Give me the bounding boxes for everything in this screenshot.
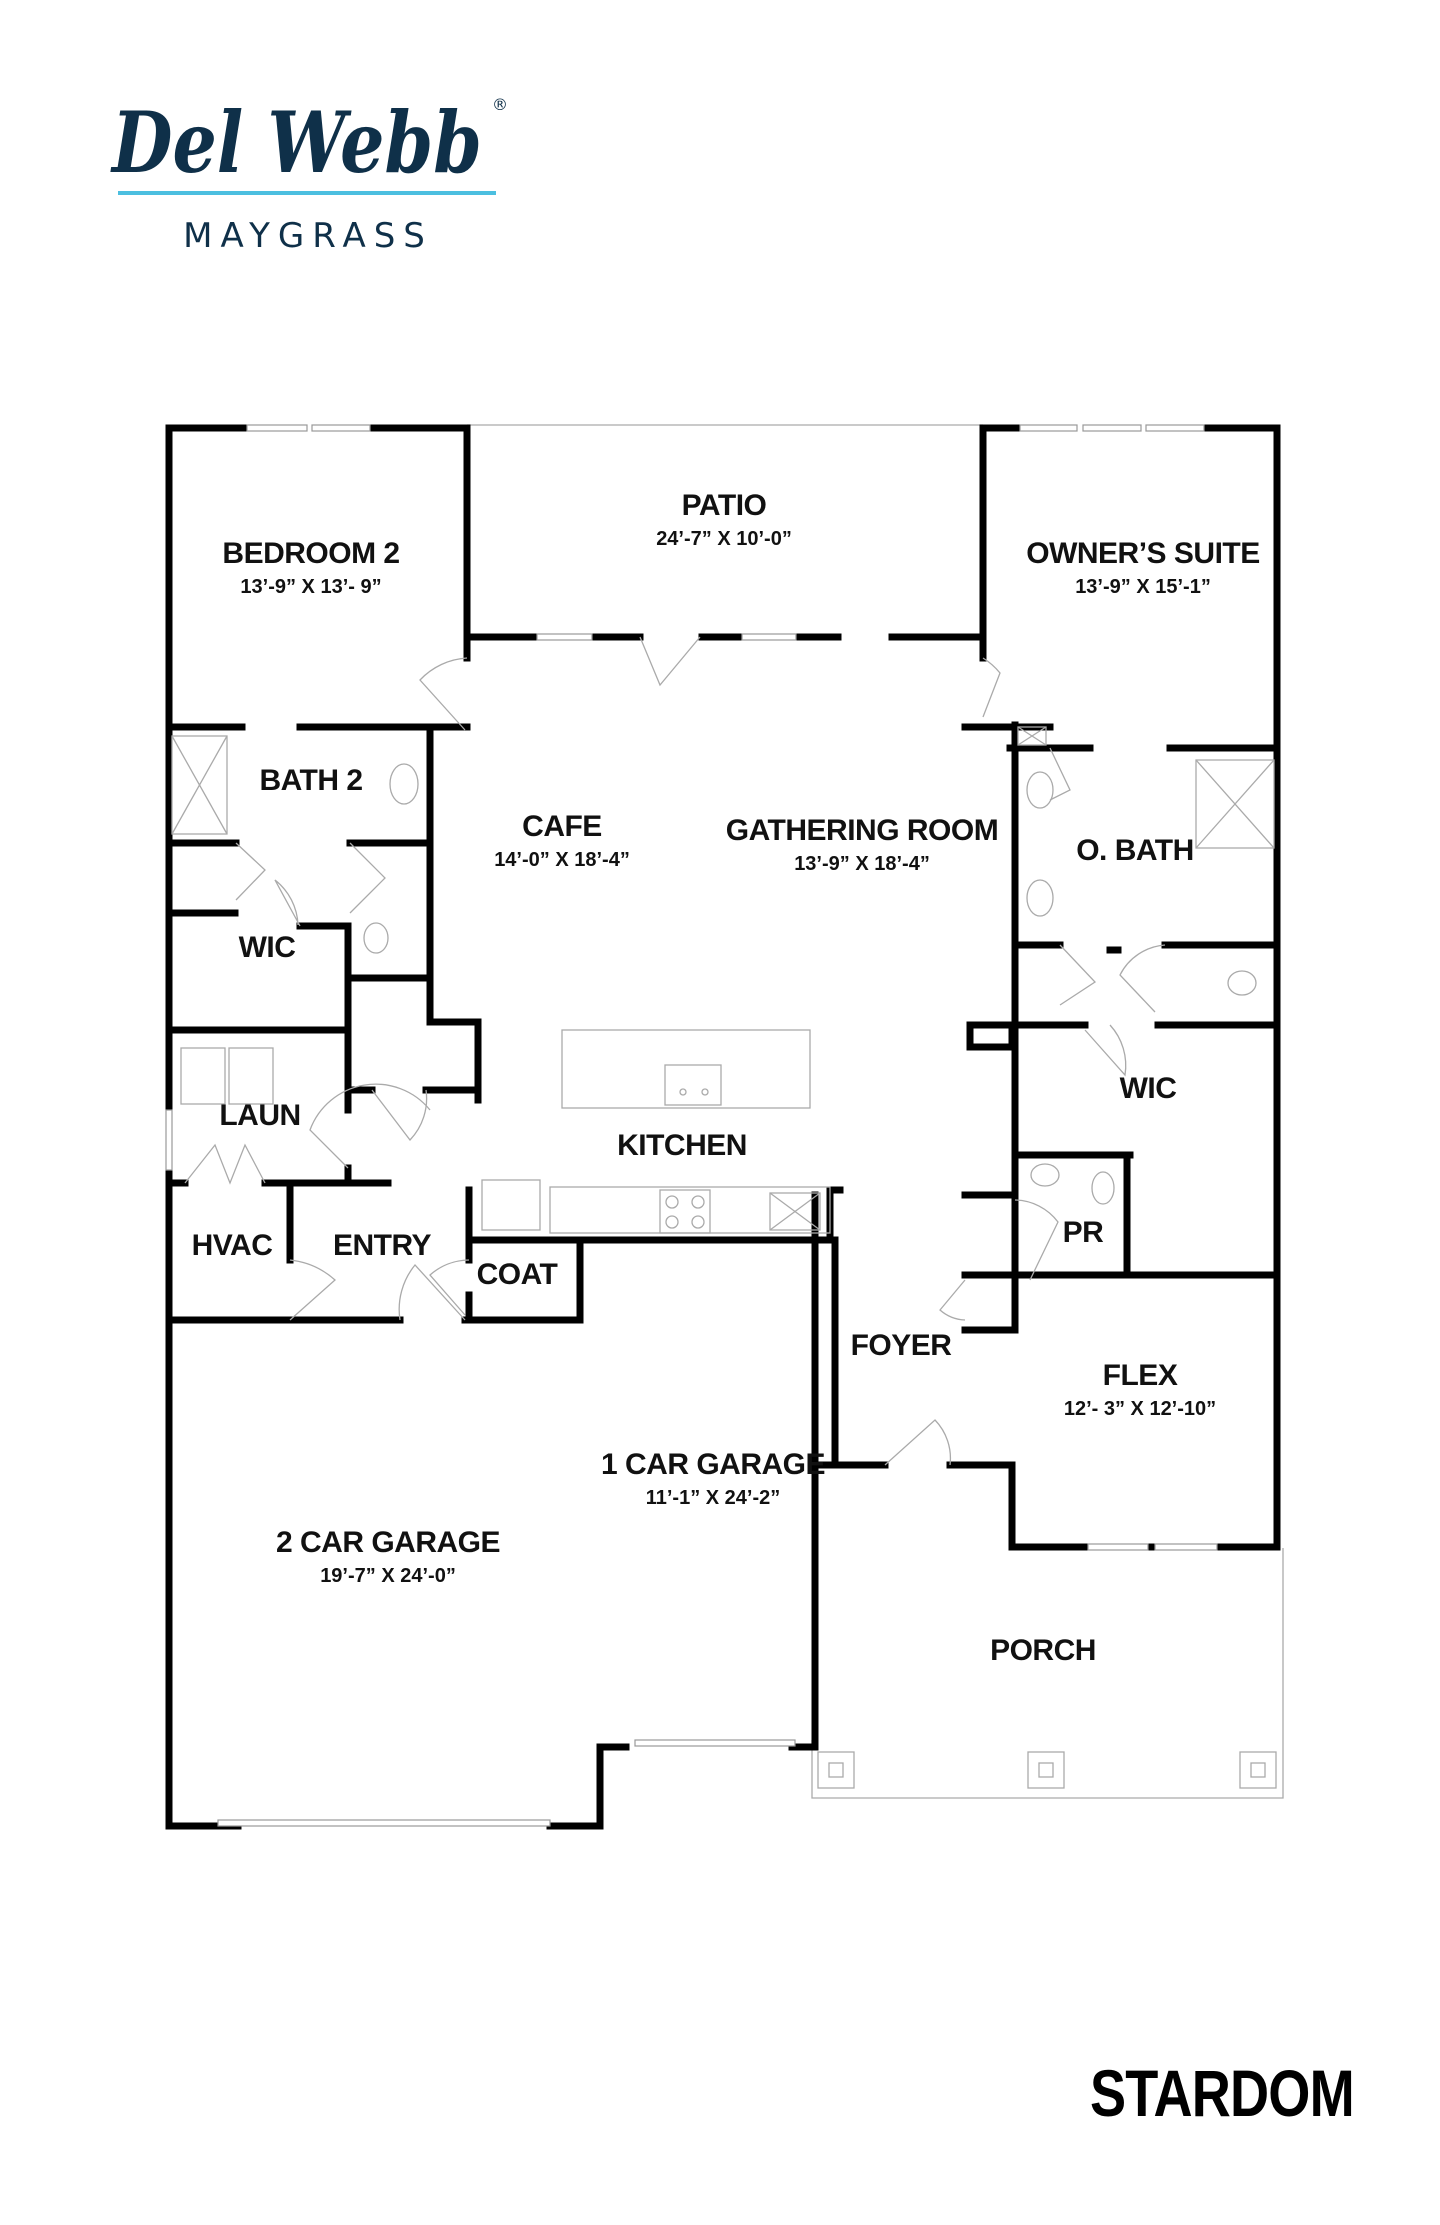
porch-columns: [817, 1751, 1277, 1789]
room-label-foyer: FOYER: [851, 1329, 953, 1362]
registered-mark: ®: [492, 95, 508, 114]
room-label-gathering: GATHERING ROOM: [726, 814, 998, 847]
brand-accent-line: [118, 191, 496, 195]
room-label-laun: LAUN: [219, 1099, 300, 1132]
room-label-obath: O. BATH: [1076, 834, 1194, 867]
room-label-bath2: BATH 2: [259, 764, 362, 797]
room-dims-patio: 24’-7” X 10’-0”: [656, 528, 792, 550]
cooktop: [659, 1189, 711, 1234]
room-label-bedroom2: BEDROOM 2: [222, 537, 399, 570]
room-dims-bedroom2: 13’-9” X 13’- 9”: [240, 576, 381, 598]
washer: [180, 1047, 226, 1105]
room-dims-garage2: 19’-7” X 24’-0”: [320, 1565, 456, 1587]
kitchen-counter: [549, 1186, 831, 1234]
room-dims-flex: 12’- 3” X 12’-10”: [1064, 1398, 1216, 1420]
brand-wordmark: Del Webb: [110, 93, 482, 192]
del-webb-maygrass-logo: Del Webb ® MAYGRASS: [110, 93, 508, 256]
obath-sink-2: [1026, 879, 1054, 917]
bath2-toilet: [363, 922, 389, 954]
bath2-shower: [171, 735, 228, 835]
room-label-coat: COAT: [477, 1258, 558, 1291]
room-dims-garage1: 11’-1” X 24’-2”: [646, 1487, 781, 1509]
room-label-pr: PR: [1063, 1216, 1105, 1249]
room-label-hvac: HVAC: [192, 1229, 273, 1262]
doors: [184, 636, 1166, 1466]
obath-sink-1: [1026, 771, 1054, 809]
fixtures: [171, 726, 1275, 1234]
room-dims-owners_suite: 13’-9” X 15’-1”: [1075, 576, 1211, 598]
dishwasher: [769, 1192, 821, 1231]
pr-sink: [1030, 1163, 1060, 1187]
refrigerator: [481, 1179, 541, 1231]
room-label-garage1: 1 CAR GARAGE: [601, 1448, 825, 1481]
kitchen-sink: [664, 1064, 722, 1106]
obath-toilet: [1227, 970, 1257, 996]
bath2-sink: [389, 763, 419, 805]
obath-shower: [1195, 759, 1275, 849]
room-labels: BEDROOM 2 13’-9” X 13’- 9” PATIO 24’-7” X 1…: [192, 489, 1261, 1667]
room-label-cafe: CAFE: [522, 810, 602, 843]
room-label-garage2: 2 CAR GARAGE: [276, 1526, 500, 1559]
room-label-patio: PATIO: [682, 489, 767, 522]
room-dims-cafe: 14’-0” X 18’-4”: [494, 849, 630, 871]
room-label-wic_right: WIC: [1120, 1072, 1177, 1105]
room-label-owners_suite: OWNER’S SUITE: [1026, 537, 1260, 570]
plan-name: STARDOM: [1090, 2056, 1355, 2130]
community-name: MAYGRASS: [183, 216, 433, 256]
pr-toilet: [1091, 1171, 1115, 1205]
room-label-kitchen: KITCHEN: [617, 1129, 747, 1162]
dryer: [228, 1047, 274, 1105]
room-dims-gathering: 13’-9” X 18’-4”: [794, 853, 930, 875]
room-label-wic_left: WIC: [239, 931, 296, 964]
porch-outline: [467, 424, 1284, 1799]
kitchen-island: [561, 1029, 811, 1109]
windows: [165, 424, 1218, 1827]
room-label-porch: PORCH: [990, 1634, 1096, 1667]
room-label-entry: ENTRY: [333, 1229, 432, 1262]
room-label-flex: FLEX: [1103, 1359, 1178, 1392]
walls: [165, 424, 1281, 1830]
